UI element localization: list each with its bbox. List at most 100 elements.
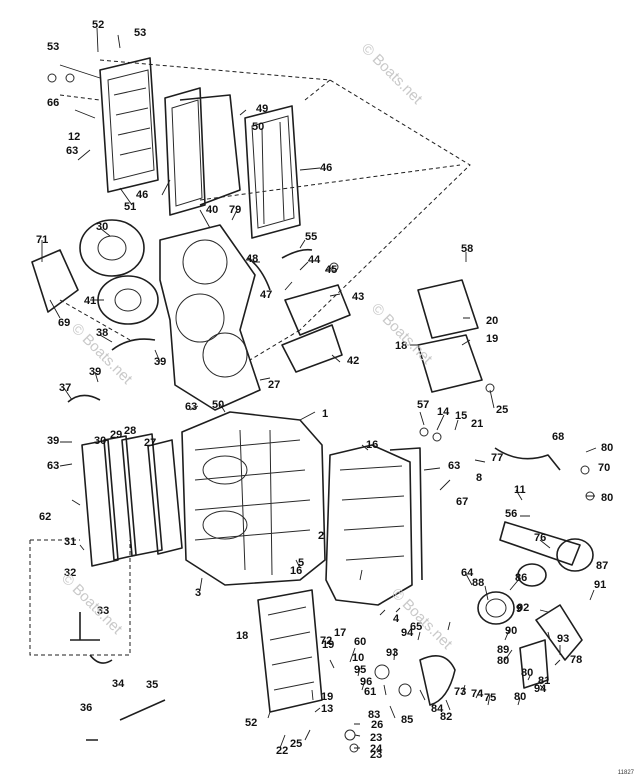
- callout-label: 52: [245, 717, 258, 729]
- callout-label: 66: [47, 97, 60, 109]
- callout-label: 64: [461, 567, 474, 579]
- callout-label: 89: [497, 644, 510, 656]
- callout-label: 80: [514, 691, 527, 703]
- callout-label: 38: [96, 327, 109, 339]
- callout-label: 62: [39, 511, 52, 523]
- callout-label: 60: [354, 636, 367, 648]
- callout-label: 93: [557, 633, 570, 645]
- callout-label: 16: [366, 439, 379, 451]
- callout-label: 74: [471, 688, 484, 700]
- callout-label: 45: [325, 264, 338, 276]
- callout-label: 84: [431, 703, 444, 715]
- callout-label: 93: [386, 647, 399, 659]
- callout-label: 44: [308, 254, 321, 266]
- callout-label: 82: [440, 711, 453, 723]
- callout-label: 9: [516, 603, 523, 615]
- callout-label: 87: [596, 560, 609, 572]
- callout-label: 58: [461, 243, 474, 255]
- callout-label: 20: [486, 315, 499, 327]
- callout-label: 48: [246, 253, 259, 265]
- callout-label: 14: [437, 406, 450, 418]
- callout-label: 21: [471, 418, 484, 430]
- callout-label: 63: [66, 145, 79, 157]
- callout-label: 12: [68, 131, 81, 143]
- callout-label: 68: [552, 431, 565, 443]
- callout-label: 46: [320, 162, 333, 174]
- callout-label: 13: [321, 703, 334, 715]
- callout-label: 24: [370, 743, 383, 755]
- callout-label: 30: [94, 435, 107, 447]
- callout-label: 55: [305, 231, 318, 243]
- callout-label: 16: [290, 565, 303, 577]
- callout-label: 53: [134, 27, 147, 39]
- callout-label: 22: [276, 745, 289, 757]
- callout-label: 57: [417, 399, 430, 411]
- callout-label: 50: [212, 399, 225, 411]
- callout-label: 29: [110, 429, 123, 441]
- callout-label: 56: [505, 508, 518, 520]
- callout-label: 39: [47, 435, 60, 447]
- callout-label: 95: [354, 664, 367, 676]
- callout-label: 65: [410, 621, 423, 633]
- callout-label: 88: [472, 577, 485, 589]
- callout-label: 75: [484, 692, 497, 704]
- callout-label: 10: [352, 652, 365, 664]
- callout-label: 63: [448, 460, 461, 472]
- callout-label: 37: [59, 382, 72, 394]
- callout-label: 15: [455, 410, 468, 422]
- callout-label: 50: [252, 121, 265, 133]
- callout-label: 49: [256, 103, 269, 115]
- callout-label: 34: [112, 678, 125, 690]
- callout-label: 42: [347, 355, 360, 367]
- callout-label: 67: [456, 496, 469, 508]
- callout-label: 46: [136, 189, 149, 201]
- callout-label: 1: [322, 408, 329, 420]
- callout-label: 80: [521, 667, 534, 679]
- callout-label: 76: [534, 532, 547, 544]
- callout-label: 23: [370, 732, 383, 744]
- callout-label: 18: [236, 630, 249, 642]
- callout-label: 83: [368, 709, 381, 721]
- callout-label: 79: [229, 204, 242, 216]
- callout-label: 69: [58, 317, 71, 329]
- callout-label: 28: [124, 425, 137, 437]
- callout-label: 47: [260, 289, 273, 301]
- callout-label: 80: [601, 492, 614, 504]
- callout-label: 19: [486, 333, 499, 345]
- callout-label: 33: [97, 605, 110, 617]
- callout-label: 5: [298, 557, 305, 569]
- callout-label: 26: [371, 719, 384, 731]
- callout-label: 41: [84, 295, 97, 307]
- callout-label: 78: [570, 654, 583, 666]
- callout-label: 2: [318, 530, 325, 542]
- callout-label: 80: [601, 442, 614, 454]
- callout-label: 35: [146, 679, 159, 691]
- callout-label: 94: [534, 683, 547, 695]
- callout-label: 63: [47, 460, 60, 472]
- callout-label: 80: [497, 655, 510, 667]
- callout-label: 36: [80, 702, 93, 714]
- callout-label: 32: [64, 567, 77, 579]
- callout-label: 39: [154, 356, 167, 368]
- callout-label: 19: [322, 639, 335, 651]
- callout-label: 23: [370, 749, 383, 761]
- callout-label: 96: [360, 676, 373, 688]
- callout-label: 63: [185, 401, 198, 413]
- callout-label: 19: [321, 691, 334, 703]
- callout-label: 90: [505, 625, 518, 637]
- callout-label: 11: [514, 484, 526, 496]
- callout-label: 70: [598, 462, 611, 474]
- callout-label: 4: [393, 613, 400, 625]
- callout-label: 71: [36, 234, 49, 246]
- callout-label: 31: [64, 536, 77, 548]
- callout-label: 53: [47, 41, 60, 53]
- callout-label: 72: [320, 635, 333, 647]
- callout-label: 27: [144, 437, 157, 449]
- callout-label: 94: [401, 627, 414, 639]
- callout-label: 17: [334, 627, 347, 639]
- callout-label: 51: [124, 201, 137, 213]
- callout-label: 25: [496, 404, 509, 416]
- callout-label: 43: [352, 291, 365, 303]
- callout-label: 77: [491, 452, 504, 464]
